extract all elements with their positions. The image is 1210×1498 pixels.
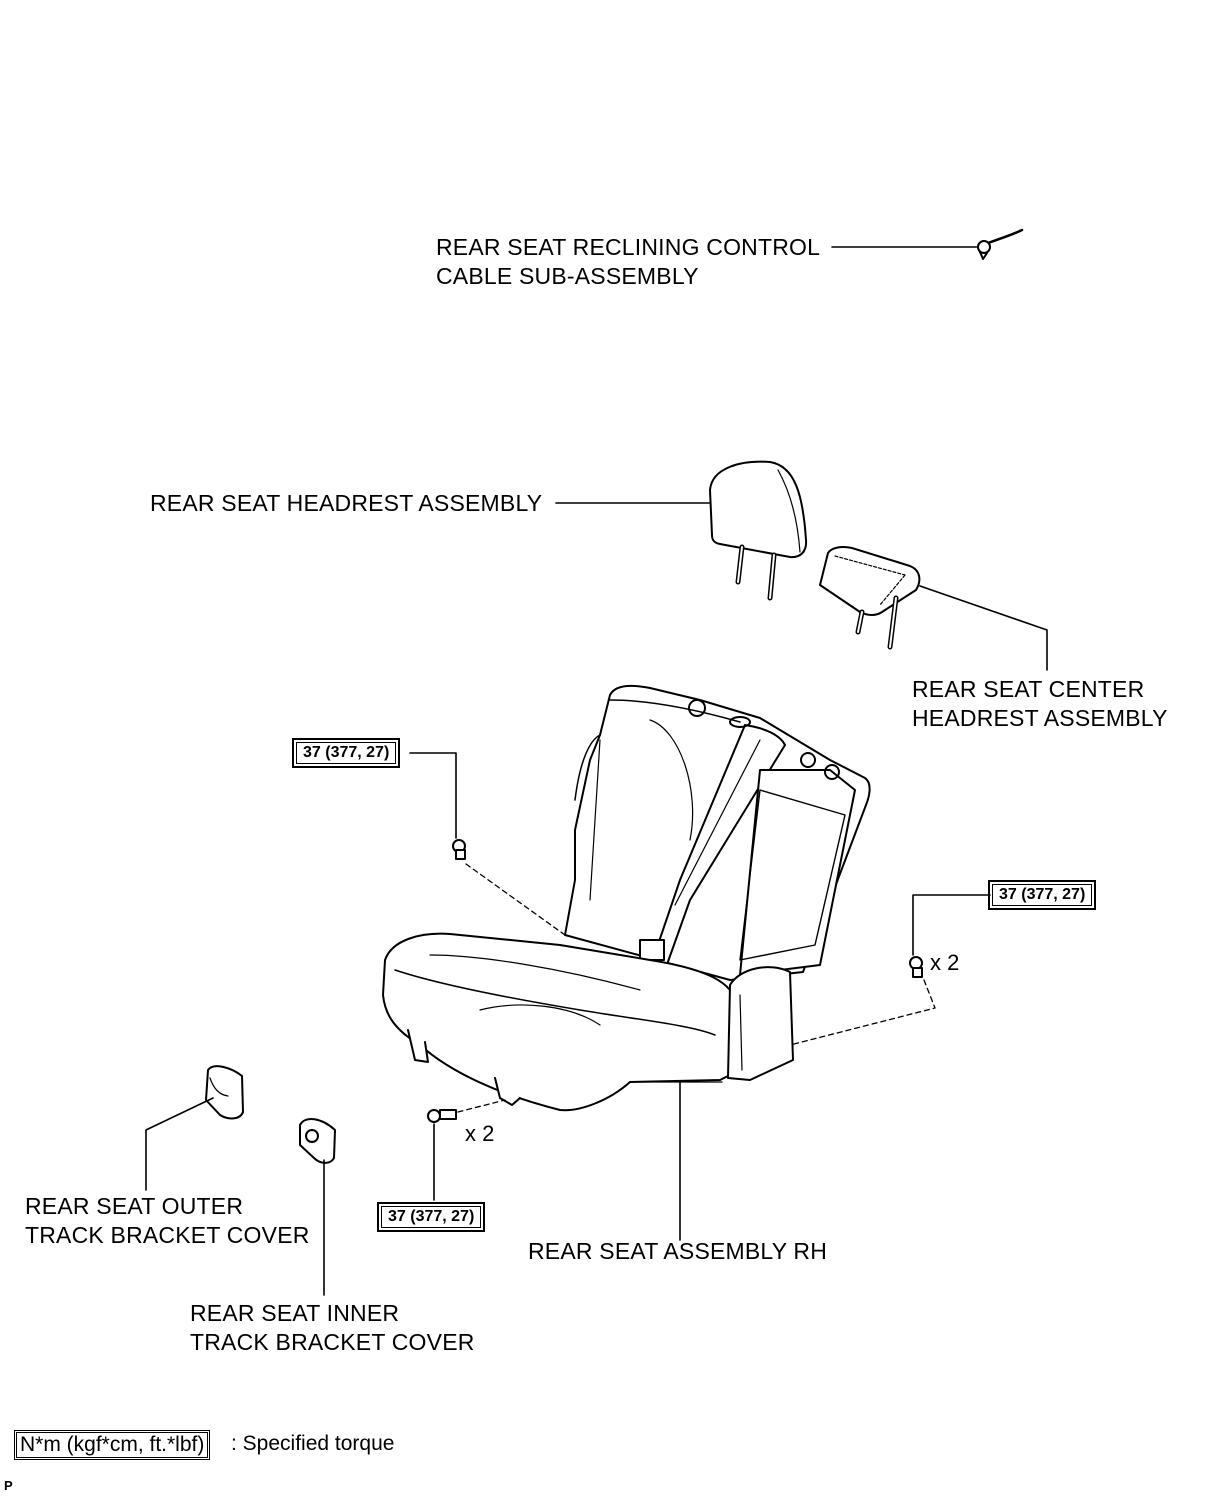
torque-box-bottom: 37 (377, 27) [377, 1202, 486, 1232]
seat-assembly-part [382, 684, 871, 1112]
torque-value: 37 (377, 27) [296, 742, 397, 764]
quantity-bottom: x 2 [465, 1121, 495, 1146]
outer-cover-label: REAR SEAT OUTER TRACK BRACKET COVER [25, 1193, 310, 1248]
bottom-bolt [427, 1099, 506, 1201]
quantity-right: x 2 [930, 950, 960, 975]
legend-description: : Specified torque [231, 1432, 395, 1455]
inner-cover-label: REAR SEAT INNER TRACK BRACKET COVER [190, 1300, 475, 1355]
right-bolt [789, 894, 991, 1046]
torque-value: 37 (377, 27) [992, 884, 1093, 906]
upper-left-bolt [409, 752, 566, 936]
legend-torque-box: N*m (kgf*cm, ft.*lbf) [14, 1430, 211, 1460]
seat-assembly-label: REAR SEAT ASSEMBLY RH [528, 1238, 828, 1264]
headrest-part [555, 460, 808, 601]
inner-cover-part [299, 1118, 336, 1296]
outer-cover-part [145, 1065, 244, 1191]
torque-box-upper-left: 37 (377, 27) [292, 738, 401, 768]
center-headrest-label: REAR SEAT CENTER HEADREST ASSEMBLY [912, 676, 1168, 731]
center-headrest-part [819, 546, 1048, 671]
legend-unit: N*m (kgf*cm, ft.*lbf) [16, 1432, 209, 1458]
figure-reference: P [4, 1478, 13, 1493]
torque-box-right: 37 (377, 27) [988, 880, 1097, 910]
torque-value: 37 (377, 27) [381, 1206, 482, 1228]
headrest-label: REAR SEAT HEADREST ASSEMBLY [150, 490, 543, 516]
reclining-cable-label: REAR SEAT RECLINING CONTROL CABLE SUB-AS… [436, 234, 821, 289]
reclining-cable-part [831, 228, 1024, 260]
